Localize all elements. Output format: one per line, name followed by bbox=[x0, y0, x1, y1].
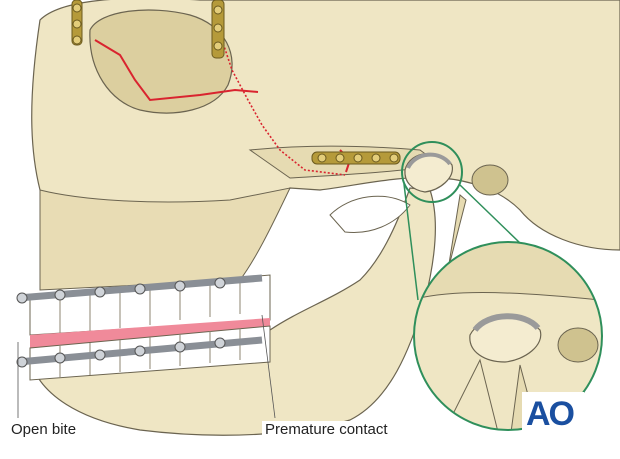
tmj-highlight-circle bbox=[401, 141, 463, 203]
mastoid bbox=[471, 164, 509, 196]
premature-contact-label: Premature contact bbox=[262, 421, 391, 439]
premature-contact-leader bbox=[261, 314, 276, 419]
titanium-plate-icon bbox=[71, 0, 83, 46]
zoom-connector-right bbox=[459, 184, 521, 244]
orbit bbox=[89, 9, 233, 114]
titanium-plate-icon bbox=[311, 151, 401, 165]
fracture-line-zygoma bbox=[221, 39, 346, 176]
open-bite-gap bbox=[30, 318, 270, 348]
styloid-process bbox=[447, 194, 467, 271]
fracture-line-orbit bbox=[94, 39, 259, 102]
ao-logo: AO bbox=[526, 395, 575, 433]
zoom-inset bbox=[413, 241, 603, 431]
titanium-plate-icon bbox=[211, 0, 225, 59]
ao-logo-bg bbox=[522, 392, 584, 436]
maxilla bbox=[39, 187, 291, 291]
zoom-connector-left bbox=[403, 183, 419, 301]
open-bite-label: Open bite bbox=[8, 421, 80, 439]
arch-bar-icon bbox=[16, 274, 263, 368]
sigmoid-notch bbox=[329, 195, 411, 234]
articular-disc bbox=[406, 152, 452, 170]
